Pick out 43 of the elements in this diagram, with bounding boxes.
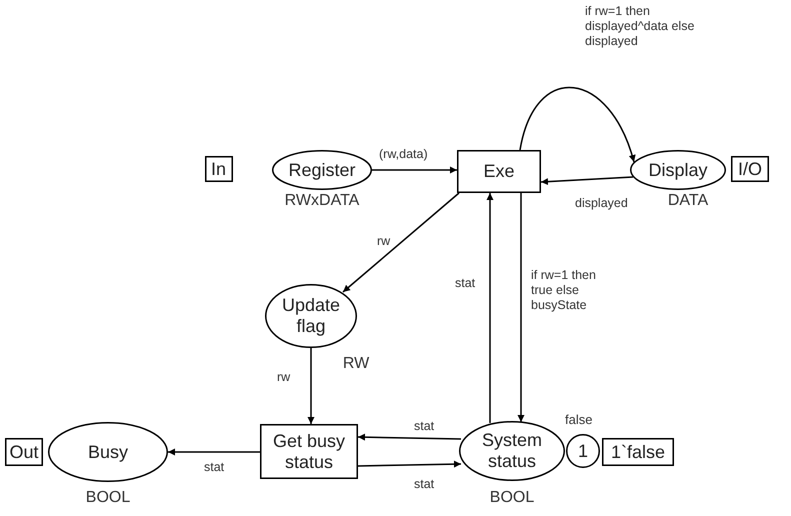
transition-box	[260, 424, 358, 479]
arc-arrow	[372, 166, 457, 174]
arc-arrow	[342, 192, 460, 293]
arc-inscription: if rw=1 then displayed^data else displayed	[584, 4, 696, 49]
place-name: Display	[648, 160, 708, 180]
color-set-label: DATA	[668, 192, 708, 210]
port-label: Out	[9, 442, 38, 462]
arc-arrow	[308, 348, 314, 424]
arc-inscription: (rw,data)	[378, 147, 429, 162]
port-tag	[204, 156, 232, 182]
port-tag	[602, 438, 674, 466]
arc-arrow	[519, 87, 636, 162]
arc-arrow	[540, 176, 634, 186]
place-ellipse	[459, 421, 565, 481]
place-ellipse	[265, 284, 357, 348]
token-count-circle	[566, 434, 600, 468]
initial-marking-label: false	[565, 412, 592, 427]
transition-name: Exe	[483, 161, 515, 182]
transition-name: Get busy status	[272, 430, 346, 472]
place-name: System status	[480, 430, 543, 472]
color-set-label: RW	[342, 355, 370, 373]
arc-arrow	[518, 193, 524, 422]
transition-box	[457, 150, 541, 193]
place-ellipse	[630, 150, 726, 190]
arc-arrow	[358, 460, 462, 468]
arc-arrow	[358, 434, 462, 441]
port-label: I/O	[738, 158, 762, 180]
arc-arrow	[486, 193, 494, 423]
port-tag	[731, 156, 769, 182]
port-label: In	[210, 158, 226, 180]
color-set-label: RWxDATA	[284, 192, 360, 210]
color-set-label: BOOL	[490, 489, 534, 507]
token-count: 1	[578, 440, 588, 462]
port-tag	[5, 438, 43, 466]
place-ellipse	[48, 422, 168, 482]
port-label: 1`false	[610, 442, 666, 462]
arc-arrow	[168, 448, 260, 456]
place-name: Update flag	[280, 295, 342, 337]
place-name: Register	[288, 160, 356, 180]
arc-inscription: displayed	[574, 196, 629, 211]
place-ellipse	[272, 150, 372, 190]
color-set-label: BOOL	[86, 489, 130, 507]
place-name: Busy	[88, 442, 128, 462]
